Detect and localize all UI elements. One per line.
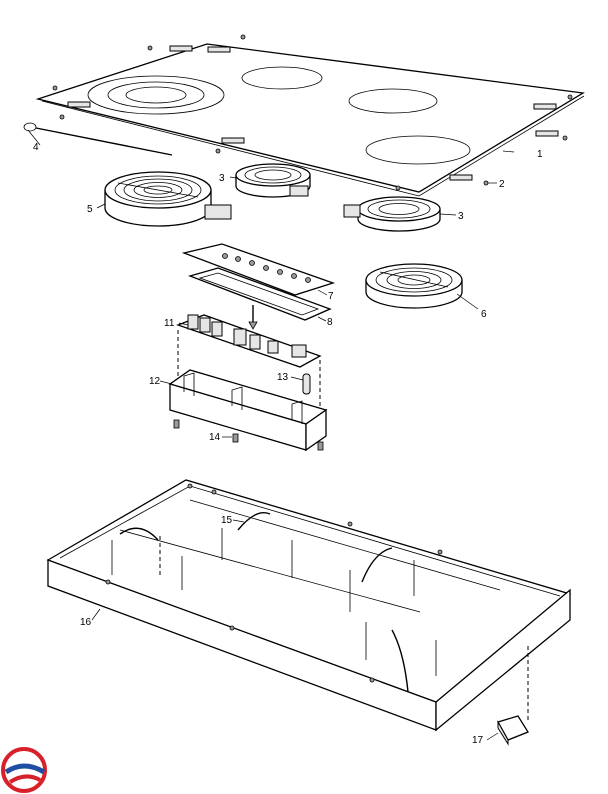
power-board-part [176,305,322,368]
callout-2: 2 [499,179,505,190]
heating-element-small-top [229,163,311,198]
heating-element-large-left [96,171,232,227]
callout-13: 13 [277,372,289,383]
touch-control-board-part [181,243,336,296]
terminal-block-part [486,715,529,746]
callout-17: 17 [472,735,484,746]
brand-logo [1,747,47,793]
callout-12: 12 [149,376,161,387]
callout-4: 4 [33,142,39,153]
callout-11: 11 [164,318,175,329]
control-frame-part [187,267,332,322]
heating-element-small-right [343,196,457,232]
callout-8: 8 [327,317,333,328]
callout-3b: 3 [458,211,464,222]
electronics-housing-part [159,369,328,452]
callout-5: 5 [87,204,93,215]
logo-red-swoosh [8,774,41,784]
sensor-rod-part [23,122,173,156]
callout-3a: 3 [219,173,225,184]
glass-top-part [35,34,585,197]
callout-14: 14 [209,432,221,443]
feet-part-14 [173,419,324,451]
heating-element-large-right [365,263,479,310]
callout-15: 15 [221,515,233,526]
callout-16: 16 [80,617,92,628]
callout-7: 7 [328,291,334,302]
bottom-tray-part [46,479,572,732]
logo-blue-swoosh [4,763,46,775]
callout-6: 6 [481,309,487,320]
callout-1: 1 [537,149,543,160]
clip-part-13 [290,373,311,395]
